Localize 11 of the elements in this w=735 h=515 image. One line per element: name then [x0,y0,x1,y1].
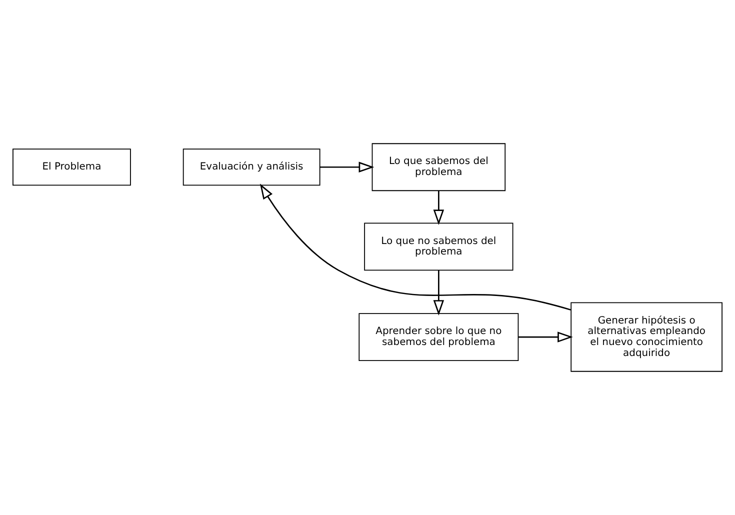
arrow [433,190,444,226]
node-box: El Problema [12,148,131,186]
node-box: Lo que sabemos del problema [372,143,506,192]
arrow [433,270,444,316]
node-box: Lo que no sabemos del problema [364,222,514,271]
arrow [260,184,572,310]
arrow [320,162,374,172]
node-box: Aprender sobre lo que no sabemos del problema [358,313,519,361]
node-box: Evaluación y análisis [182,148,320,186]
node-box: Generar hipótesis o alternativas empleando el nuevo conocimiento adquirido [570,302,722,372]
arrow [518,332,573,342]
